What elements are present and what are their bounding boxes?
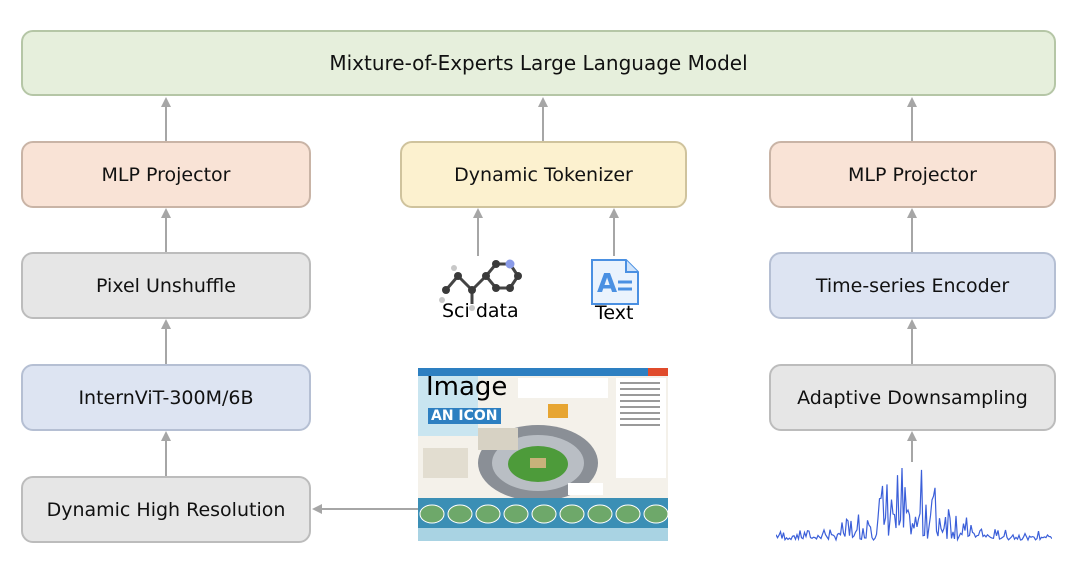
- molecule-icon: [439, 259, 522, 311]
- signal-waveform: [776, 467, 1052, 542]
- image-label: Image: [426, 372, 508, 402]
- vision-encoder-label: InternViT-300M/6B: [78, 386, 254, 409]
- sci-data-label: Sci data: [442, 300, 519, 322]
- time-series-signal: [776, 467, 1052, 542]
- llm-box: Mixture-of-Experts Large Language Model: [21, 30, 1056, 96]
- thumb-headline: AN ICON: [428, 408, 501, 424]
- llm-label: Mixture-of-Experts Large Language Model: [329, 51, 748, 75]
- image-thumbnail: Image AN ICON: [418, 368, 668, 541]
- ts-projector-label: MLP Projector: [848, 163, 977, 186]
- tokenizer-label: Dynamic Tokenizer: [454, 163, 633, 186]
- tokenizer-box: Dynamic Tokenizer: [400, 141, 687, 208]
- dynamic-resolution-label: Dynamic High Resolution: [46, 498, 286, 521]
- vision-projector-label: MLP Projector: [101, 163, 231, 186]
- ts-encoder-box: Time-series Encoder: [769, 252, 1056, 319]
- pixel-unshuffle-box: Pixel Unshuffle: [21, 252, 311, 319]
- dynamic-resolution-box: Dynamic High Resolution: [21, 476, 311, 543]
- pixel-unshuffle-label: Pixel Unshuffle: [96, 274, 236, 297]
- image-thumbnail-art: [418, 368, 668, 541]
- ts-projector-box: MLP Projector: [769, 141, 1056, 208]
- text-label: Text: [595, 302, 634, 324]
- vision-encoder-box: InternViT-300M/6B: [21, 364, 311, 431]
- text-document-icon: A: [591, 259, 639, 305]
- svg-text:A: A: [597, 269, 617, 299]
- ts-encoder-label: Time-series Encoder: [815, 274, 1010, 297]
- adaptive-downsampling-label: Adaptive Downsampling: [797, 386, 1028, 409]
- adaptive-downsampling-box: Adaptive Downsampling: [769, 364, 1056, 431]
- vision-projector-box: MLP Projector: [21, 141, 311, 208]
